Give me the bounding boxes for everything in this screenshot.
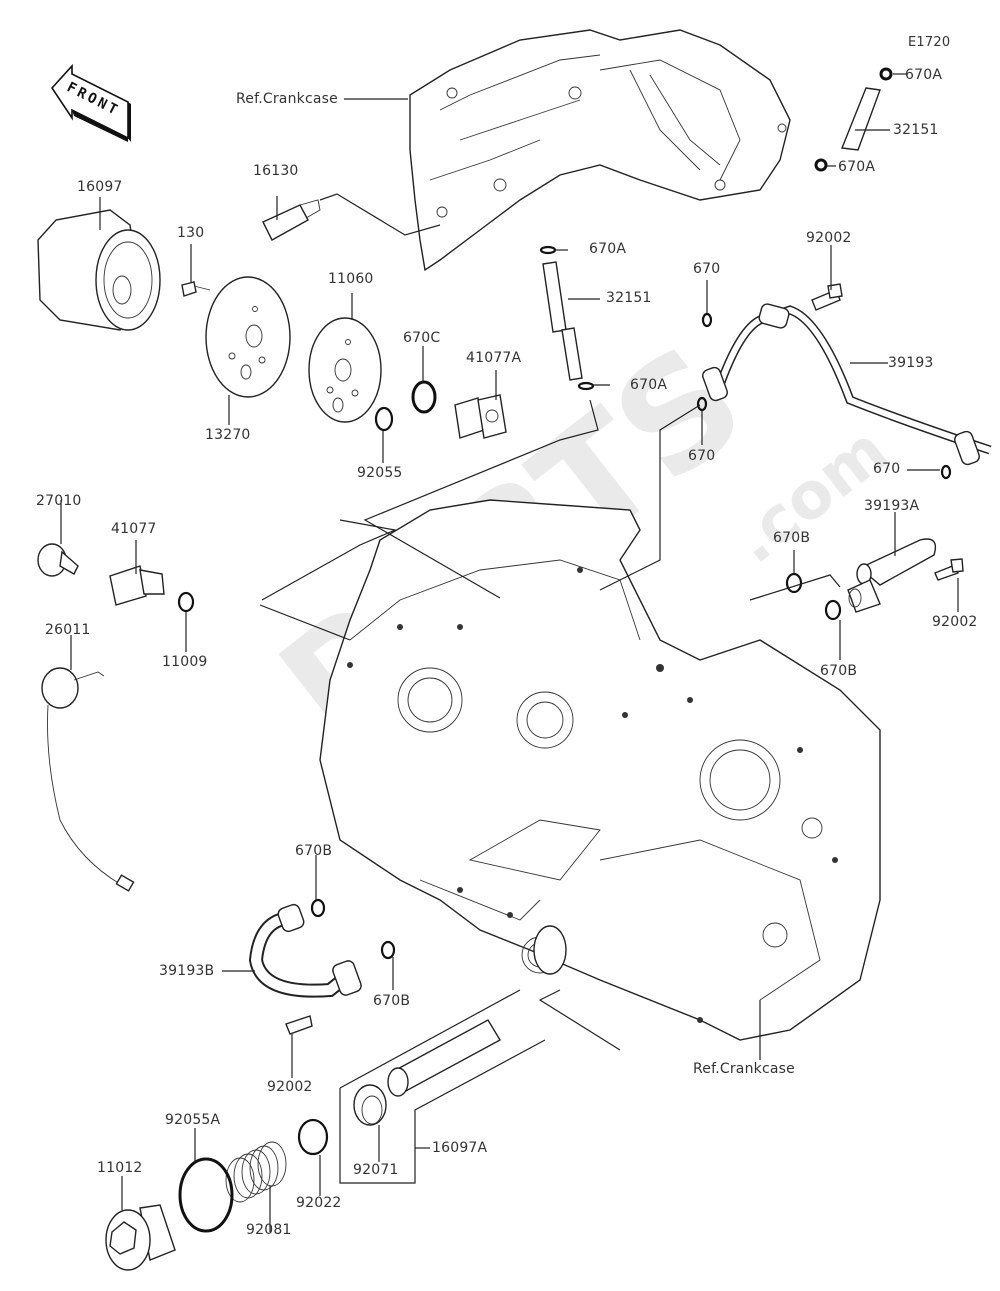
part-label-670a[interactable]: 670A [838, 159, 876, 175]
part-label-39193[interactable]: 39193 [888, 355, 934, 371]
part-label-670a[interactable]: 670A [630, 377, 668, 393]
o-ring-670-3 [940, 464, 952, 480]
part-label-11009[interactable]: 11009 [162, 654, 208, 670]
part-label-13270[interactable]: 13270 [205, 427, 251, 443]
o-ring-670a-2 [814, 158, 828, 172]
part-label-670[interactable]: 670 [688, 448, 716, 464]
oil-pipe-39193b [248, 903, 362, 998]
part-label-16097a[interactable]: 16097A [432, 1140, 488, 1156]
o-ring-670b-4 [380, 940, 396, 960]
oil-pressure-switch-27010 [37, 543, 79, 577]
front-arrow-icon [50, 63, 131, 142]
oil-pipe-39193a [847, 538, 937, 613]
part-label-27010[interactable]: 27010 [36, 493, 82, 509]
part-label-16130[interactable]: 16130 [253, 163, 299, 179]
leader-lines [60, 73, 959, 1232]
part-label-16097[interactable]: 16097 [77, 179, 123, 195]
part-label-41077[interactable]: 41077 [111, 521, 157, 537]
part-label-670[interactable]: 670 [693, 261, 721, 277]
oil-pipe-39193 [702, 303, 992, 466]
oil-filter [37, 209, 161, 331]
o-ring-670c [411, 380, 437, 414]
part-label-92002[interactable]: 92002 [267, 1079, 313, 1095]
part-label-39193a[interactable]: 39193A [864, 498, 920, 514]
spring-92081 [225, 1141, 287, 1203]
plug-41077a [454, 394, 507, 439]
washer-92022 [297, 1118, 329, 1156]
switch-cap-26011 [41, 667, 135, 892]
part-label-670a[interactable]: 670A [905, 67, 943, 83]
bolt-92002-top [811, 283, 843, 311]
part-label-92002[interactable]: 92002 [806, 230, 852, 246]
part-label-92071[interactable]: 92071 [353, 1162, 399, 1178]
o-ring-670-1 [701, 312, 713, 328]
part-label-92081[interactable]: 92081 [246, 1222, 292, 1238]
part-label-41077a[interactable]: 41077A [466, 350, 522, 366]
part-label-130[interactable]: 130 [177, 225, 205, 241]
part-label-670b[interactable]: 670B [773, 530, 811, 546]
oil-strainer-16097a [353, 925, 567, 1126]
part-label-670b[interactable]: 670B [820, 663, 858, 679]
washer-11009 [177, 591, 195, 613]
o-ring-670b-1 [785, 572, 803, 594]
part-label-670a[interactable]: 670A [589, 241, 627, 257]
diagram-code: E1720 [908, 35, 951, 50]
bolt-130 [181, 281, 211, 297]
fitting-41077 [109, 565, 165, 606]
gasket-11060 [308, 317, 382, 423]
oil-filter-mount-plate [205, 276, 291, 398]
o-ring-92055a [178, 1157, 234, 1233]
part-label-11060[interactable]: 11060 [328, 271, 374, 287]
ref-crankcase-upper: Ref.Crankcase [236, 91, 338, 107]
part-label-670b[interactable]: 670B [295, 843, 333, 859]
o-ring-92055 [374, 406, 394, 432]
upper-crankcase [409, 29, 791, 272]
part-label-26011[interactable]: 26011 [45, 622, 91, 638]
pipe-32151-middle [542, 261, 583, 381]
part-label-92055[interactable]: 92055 [357, 465, 403, 481]
part-label-32151[interactable]: 32151 [893, 122, 939, 138]
part-label-92022[interactable]: 92022 [296, 1195, 342, 1211]
part-label-32151[interactable]: 32151 [606, 290, 652, 306]
o-ring-670a-1 [879, 67, 893, 81]
o-ring-670a-4 [577, 381, 595, 391]
o-ring-670-2 [696, 396, 708, 412]
ref-crankcase-lower: Ref.Crankcase [693, 1061, 795, 1077]
fitting-16130 [262, 199, 321, 241]
lower-crankcase [319, 499, 881, 1041]
part-label-670b[interactable]: 670B [373, 993, 411, 1009]
part-label-670[interactable]: 670 [873, 461, 901, 477]
o-ring-670b-2 [824, 599, 842, 621]
part-label-39193b[interactable]: 39193B [159, 963, 215, 979]
bolt-92002-bottom [285, 1015, 313, 1035]
pipe-32151-top [841, 87, 881, 151]
part-label-92002[interactable]: 92002 [932, 614, 978, 630]
part-label-11012[interactable]: 11012 [97, 1160, 143, 1176]
drain-plug-11012 [105, 1204, 176, 1271]
part-label-92055a[interactable]: 92055A [165, 1112, 221, 1128]
bolt-92002-right [934, 558, 964, 581]
o-ring-670b-3 [310, 898, 326, 918]
o-ring-670a-3 [539, 245, 557, 255]
part-label-670c[interactable]: 670C [403, 330, 441, 346]
